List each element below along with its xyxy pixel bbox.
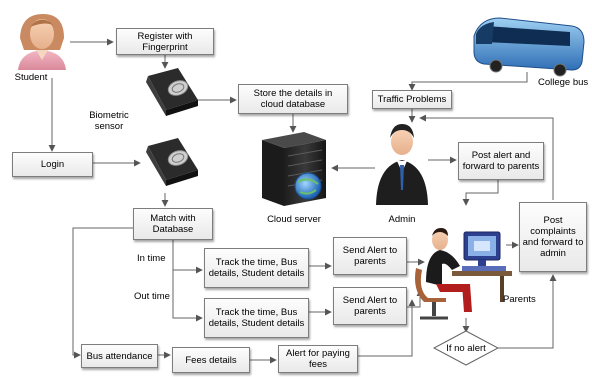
college-bus-label: College bus <box>538 77 589 88</box>
send-alert-box-1: Send Alert to parents <box>333 237 407 275</box>
post-complaints-box: Post complaints and forward to admin <box>519 202 587 272</box>
connector-bus-traffic <box>408 72 528 91</box>
store-cloud-database-box: Store the details in cloud database <box>238 84 348 114</box>
student-icon <box>18 14 66 70</box>
in-time-label: In time <box>137 253 166 264</box>
server-icon <box>262 132 326 206</box>
match-database-box: Match with Database <box>133 208 213 240</box>
track-intime-box: Track the time, Bus details, Student det… <box>204 248 309 288</box>
post-alert-box: Post alert and forward to parents <box>458 142 544 180</box>
connector-alertfees-parents <box>358 299 416 357</box>
alert-paying-fees-box: Alert for paying fees <box>278 345 358 373</box>
connector-noalert-complaints <box>497 274 557 349</box>
admin-label: Admin <box>388 214 416 225</box>
connector-match-intime <box>172 240 203 274</box>
register-fingerprint-box: Register with Fingerprint <box>116 28 214 55</box>
connector-postalert-parents <box>462 180 499 206</box>
send-alert-box-2: Send Alert to parents <box>333 287 407 325</box>
parent-computer-icon <box>415 228 512 320</box>
cloud-server-label: Cloud server <box>267 214 321 225</box>
biometric-sensor-label: Biometric sensor <box>89 110 129 132</box>
traffic-problems-box: Traffic Problems <box>372 90 452 109</box>
admin-icon <box>376 124 428 205</box>
fingerprint-scanner-icon <box>146 68 198 116</box>
out-time-label: Out time <box>134 291 170 302</box>
fingerprint-scanner-icon <box>146 138 198 186</box>
if-no-alert-decision <box>432 330 500 366</box>
connector-match-busattendance <box>72 227 133 359</box>
student-label: Student <box>14 72 48 83</box>
bus-icon <box>473 17 585 77</box>
if-no-alert-label: If no alert <box>446 343 486 354</box>
connector-complaints-admin <box>419 114 554 200</box>
track-outtime-box: Track the time, Bus details, Student det… <box>204 298 309 338</box>
bus-attendance-box: Bus attendance <box>81 344 158 368</box>
parents-label: Parents <box>503 294 536 305</box>
fees-details-box: Fees details <box>172 347 250 373</box>
login-box: Login <box>12 152 93 177</box>
connector-lines <box>48 38 557 364</box>
connector-match-outtime <box>172 270 203 322</box>
